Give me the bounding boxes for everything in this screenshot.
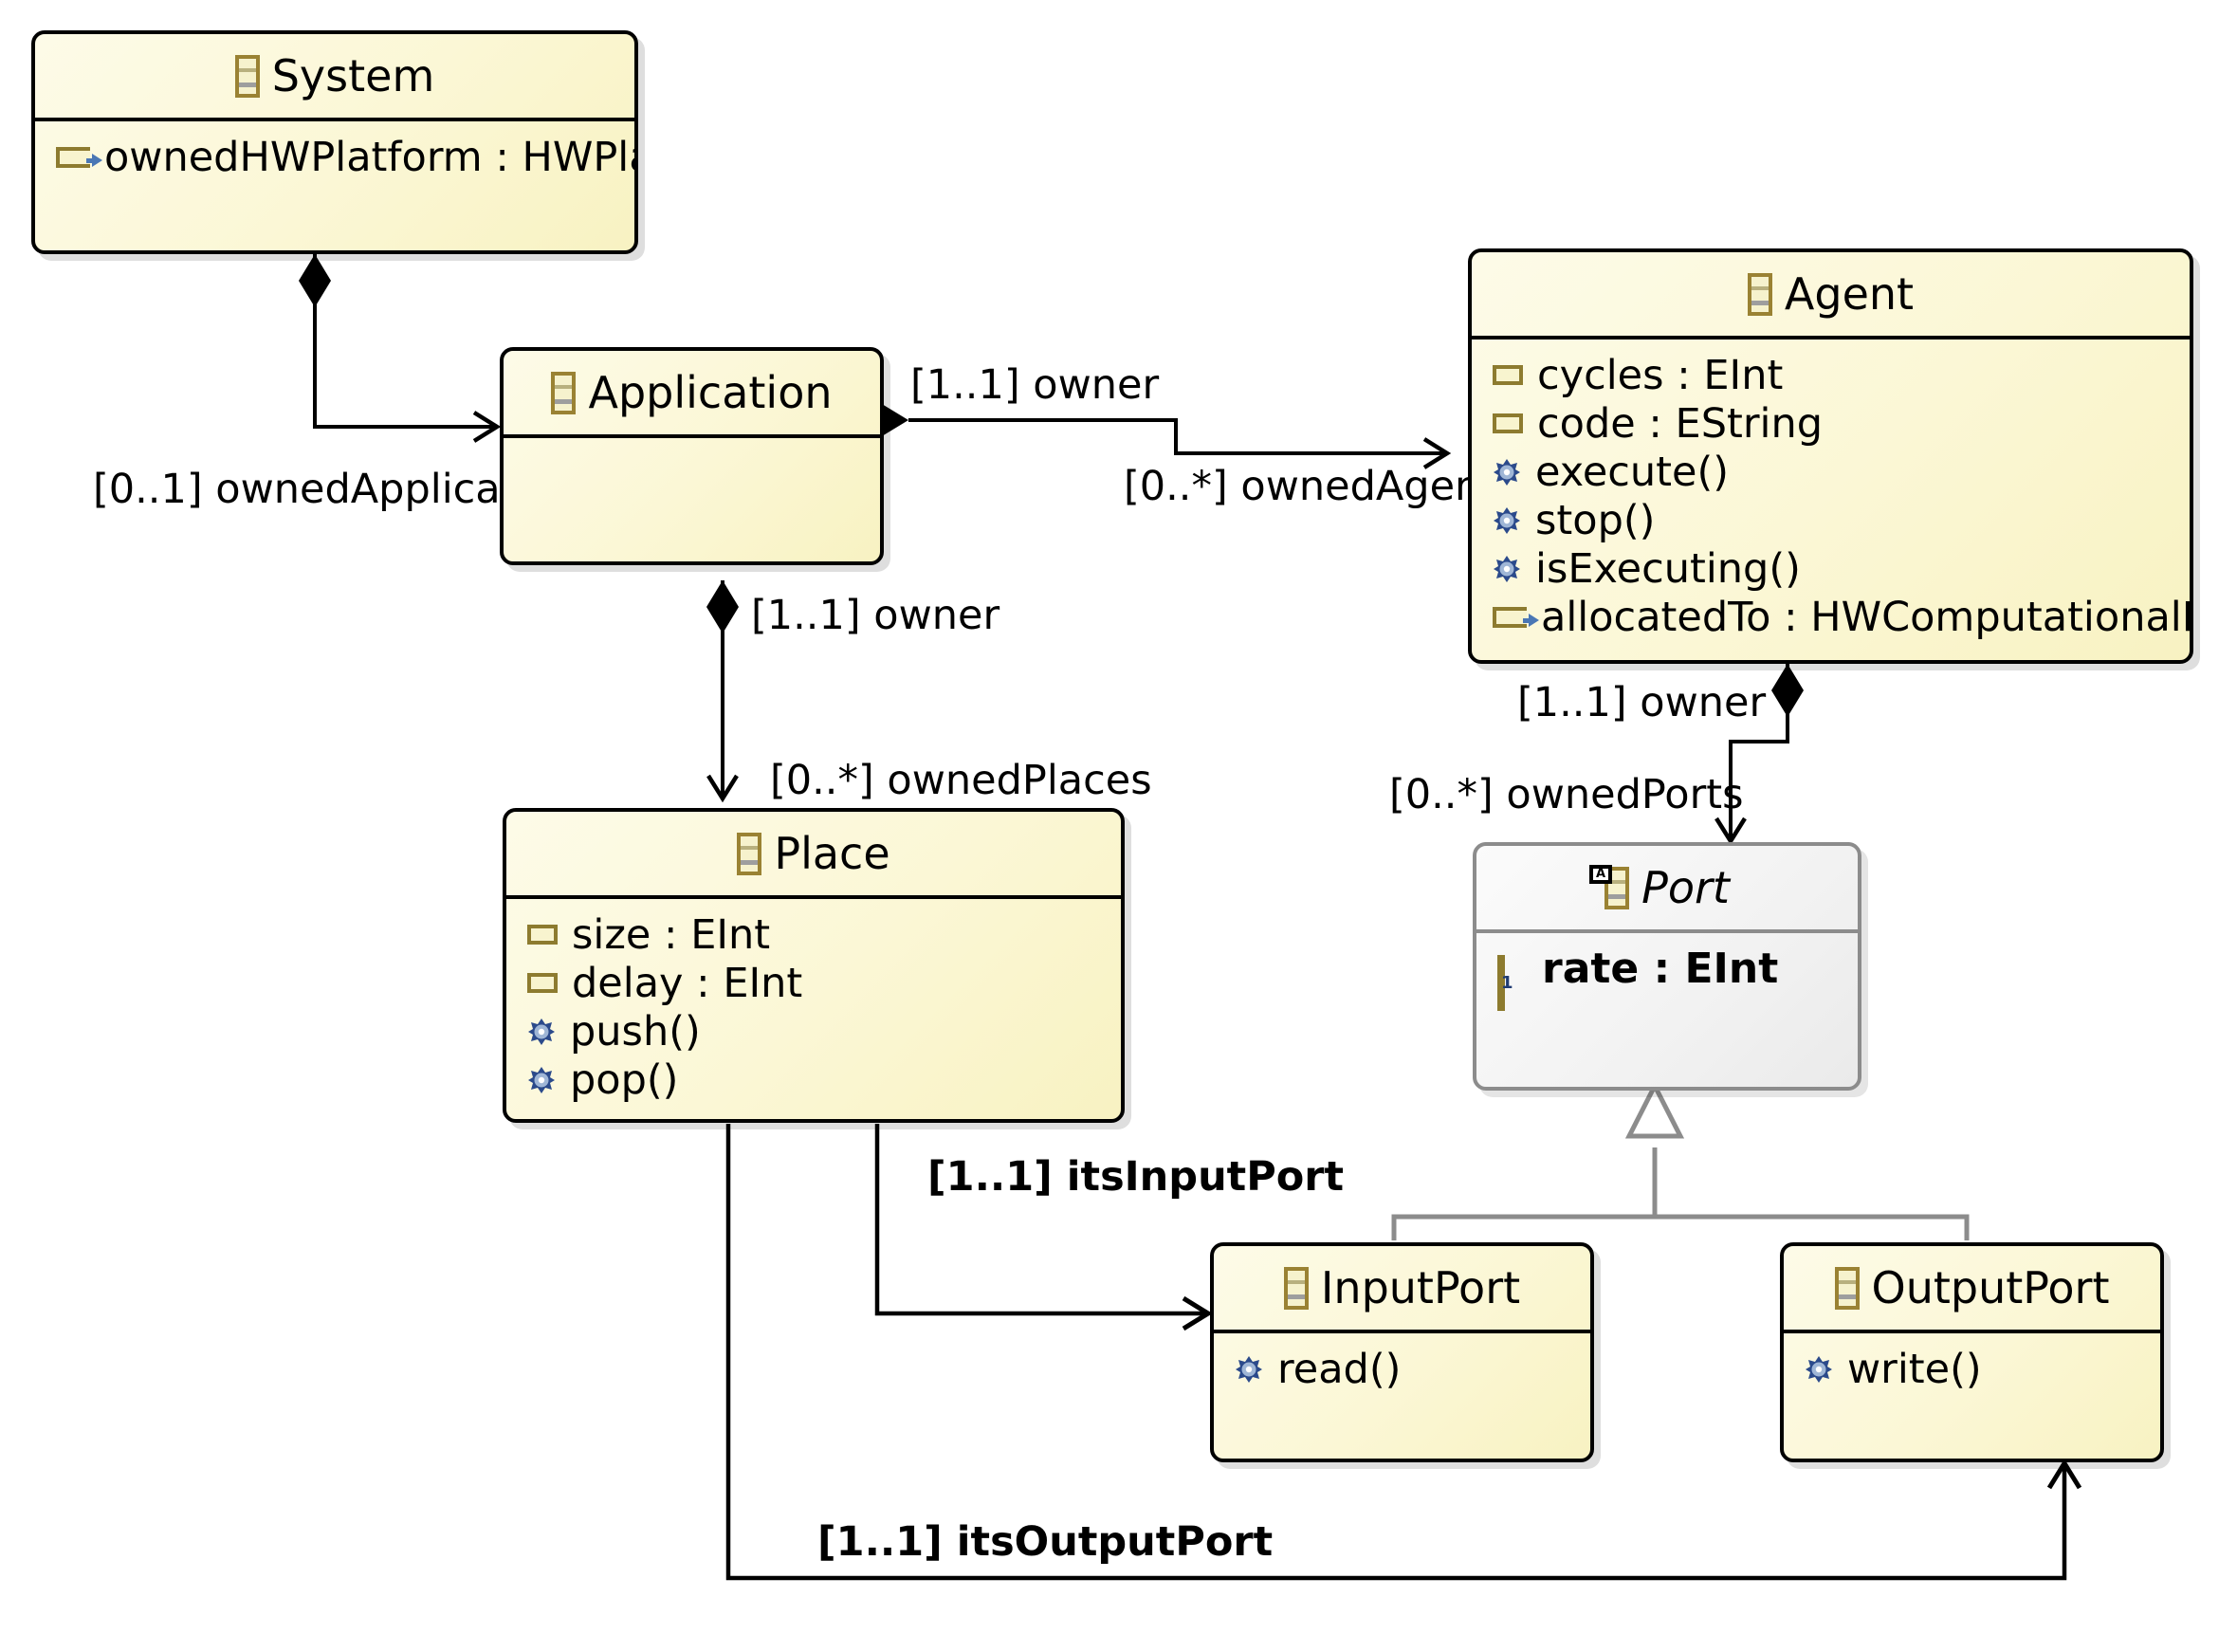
class-name-application: Application [588,367,833,418]
edge-label-owner-application-place: [1..1] owner [751,592,1000,639]
class-box-system[interactable]: System ownedHWPlatform : HWPlatform [31,30,638,254]
edge-label-owned-application: [0..1] ownedApplication [93,466,579,513]
feature-label: stop() [1535,496,1656,544]
feature-label: push() [570,1007,701,1055]
edge-system-application [299,254,502,443]
edge-label-owned-places: [0..*] ownedPlaces [770,757,1152,804]
operation-icon [1493,506,1521,535]
feature-label: pop() [570,1055,679,1104]
class-name-place: Place [774,828,890,879]
class-features-system: ownedHWPlatform : HWPlatform [35,121,634,181]
feature-label: execute() [1535,448,1730,496]
feature-label: code : EString [1537,399,1824,448]
feature-label: allocatedTo : HWComputationalResource [1541,593,2190,641]
operation-icon [1235,1355,1263,1384]
class-title-place: Place [506,812,1121,899]
class-name-system: System [271,50,435,101]
attribute-multiplicity: 1 [1501,973,1513,993]
class-box-place[interactable]: Place size : EInt delay : EInt pus [503,808,1125,1123]
feature-row[interactable]: push() [506,1007,1121,1055]
feature-row[interactable]: isExecuting() [1472,544,2190,593]
feature-row[interactable]: stop() [1472,496,2190,544]
class-title-port: A Port [1476,846,1858,933]
feature-label: isExecuting() [1535,544,1801,593]
feature-label: read() [1277,1345,1402,1393]
class-features-agent: cycles : EInt code : EString execute() [1472,340,2190,641]
class-icon [1283,1266,1309,1310]
class-name-port: Port [1641,862,1730,913]
edge-label-owned-ports: [0..*] ownedPorts [1389,771,1744,818]
class-features-port: 1 rate : EInt [1476,933,1858,1011]
reference-icon [1493,606,1539,628]
feature-row[interactable]: read() [1214,1345,1590,1393]
operation-icon [1493,555,1521,583]
class-title-agent: Agent [1472,252,2190,340]
attribute-icon [1493,413,1523,433]
feature-label: delay : EInt [572,959,803,1007]
attribute-icon [1493,365,1523,385]
operation-icon [1493,458,1521,486]
feature-row[interactable]: ownedHWPlatform : HWPlatform [35,133,634,181]
feature-row[interactable]: 1 rate : EInt [1476,945,1858,1011]
class-features-place: size : EInt delay : EInt push() [506,899,1121,1104]
feature-label: write() [1847,1345,1982,1393]
class-title-application: Application [504,351,880,438]
class-icon [737,832,762,875]
class-features-application [504,438,880,450]
abstract-class-icon: A [1589,864,1630,909]
class-features-outputport: write() [1784,1333,2160,1393]
attribute-icon: 1 [1497,955,1528,1011]
edge-generalization-port [1391,1080,1970,1240]
class-title-system: System [35,34,634,121]
class-box-port[interactable]: A Port 1 rate : EInt [1473,842,1861,1091]
class-box-inputport[interactable]: InputPort read() [1210,1242,1594,1462]
feature-label: ownedHWPlatform : HWPlatform [104,133,634,181]
feature-row[interactable]: write() [1784,1345,2160,1393]
edge-label-its-input-port: [1..1] itsInputPort [927,1153,1345,1201]
feature-row[interactable]: cycles : EInt [1472,351,2190,399]
class-name-agent: Agent [1784,268,1915,320]
class-icon [1834,1266,1860,1310]
feature-label: cycles : EInt [1537,351,1784,399]
class-icon [234,54,260,98]
class-icon [1747,272,1772,316]
feature-row[interactable]: size : EInt [506,910,1121,959]
feature-row[interactable]: code : EString [1472,399,2190,448]
class-features-inputport: read() [1214,1333,1590,1393]
edge-label-owner-application-agent: [1..1] owner [910,361,1160,409]
feature-row[interactable]: pop() [506,1055,1121,1104]
class-icon [551,371,577,414]
class-box-application[interactable]: Application [500,347,884,565]
class-title-inputport: InputPort [1214,1246,1590,1333]
class-box-outputport[interactable]: OutputPort write() [1780,1242,2164,1462]
abstract-badge-icon: A [1589,864,1613,884]
edge-application-place [706,580,739,803]
feature-row[interactable]: allocatedTo : HWComputationalResource [1472,593,2190,641]
feature-label: size : EInt [572,910,771,959]
feature-label: rate : EInt [1542,945,1779,993]
feature-row[interactable]: delay : EInt [506,959,1121,1007]
edge-label-owned-agents: [0..*] ownedAgents [1124,463,1518,510]
class-name-inputport: InputPort [1320,1262,1521,1313]
edge-label-owner-agent-port: [1..1] owner [1517,679,1767,726]
reference-icon [56,146,102,168]
operation-icon [527,1066,556,1094]
operation-icon [527,1018,556,1046]
attribute-icon [527,925,558,945]
attribute-icon [527,973,558,993]
class-title-outputport: OutputPort [1784,1246,2160,1333]
class-box-agent[interactable]: Agent cycles : EInt code : EString [1468,248,2193,664]
operation-icon [1805,1355,1833,1384]
feature-row[interactable]: execute() [1472,448,2190,496]
edge-label-its-output-port: [1..1] itsOutputPort [817,1518,1274,1566]
class-name-outputport: OutputPort [1871,1262,2110,1313]
edge-application-agent [855,404,1452,469]
